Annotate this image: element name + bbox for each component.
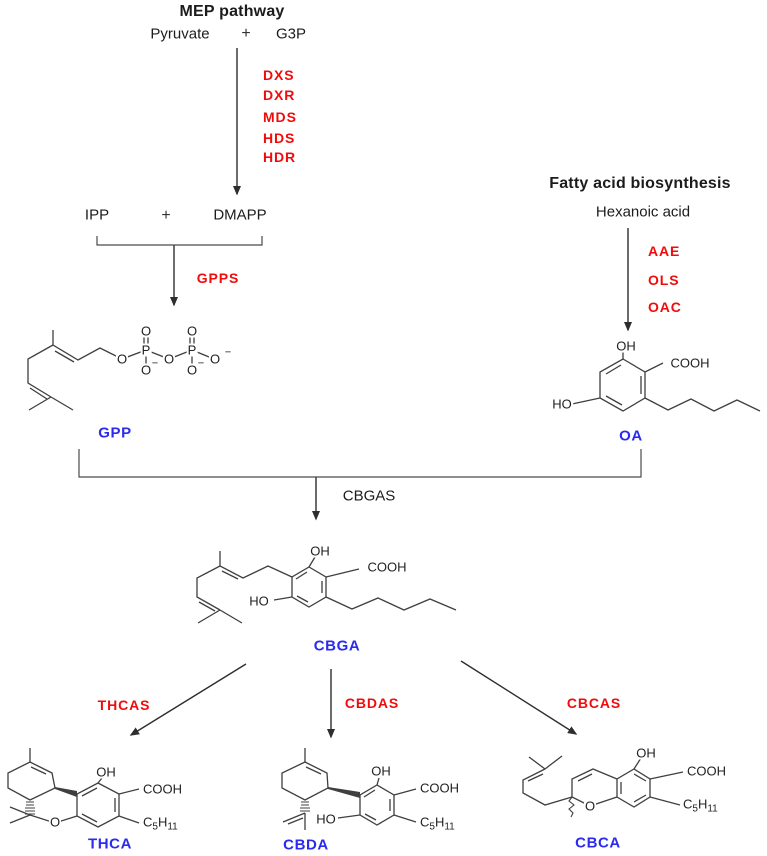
gpp-p2-oxo-label: O: [185, 323, 199, 339]
enzyme-oac: OAC: [648, 299, 682, 315]
gpp-oa-bracket: [78, 449, 642, 478]
enzyme-thcas: THCAS: [97, 697, 151, 713]
enzyme-dxs: DXS: [263, 67, 295, 83]
oa-cooh-label: COOH: [669, 355, 711, 371]
cbca-pentyl-label: C5H11: [682, 796, 719, 815]
join-brackets: [78, 236, 642, 478]
g3p-label: G3P: [275, 25, 307, 43]
cbda-ho-label: HO: [315, 811, 337, 827]
gpp-bridge-o-label: O: [162, 351, 176, 367]
thca-cooh-label: COOH: [142, 781, 183, 797]
cbca-product-label: CBCA: [575, 834, 621, 852]
cbda-oh-label: OH: [370, 763, 392, 779]
pyruvate-label: Pyruvate: [150, 25, 210, 43]
plus-sign-top: +: [241, 25, 251, 42]
enzyme-aae: AAE: [648, 243, 681, 259]
gpp-p1-minus-sign: −: [151, 357, 159, 370]
gpp-p2-minus-sign: −: [197, 357, 205, 370]
cbda-product-label: CBDA: [283, 836, 329, 854]
gpp-product-label: GPP: [98, 424, 132, 442]
cbda-structure: [281, 748, 417, 830]
dmapp-label: DMAPP: [213, 206, 267, 224]
cbca-oh-label: OH: [635, 745, 657, 761]
thca-structure: [7, 748, 140, 828]
gpp-ester-o-label: O: [115, 351, 129, 367]
thca-ring-o-label: O: [48, 814, 62, 830]
ipp-label: IPP: [84, 206, 110, 224]
thcas-arrow: [129, 663, 247, 736]
oa-structure: [571, 352, 761, 412]
hexanoic-acid-label: Hexanoic acid: [595, 203, 691, 221]
enzyme-gpps: GPPS: [196, 270, 240, 286]
ipp-dmapp-bracket: [96, 236, 263, 246]
gpp-terminal-minus-sign: −: [224, 346, 232, 359]
fatty-acid-title: Fatty acid biosynthesis: [549, 175, 731, 192]
cbda-cooh-label: COOH: [419, 780, 460, 796]
enzyme-cbcas: CBCAS: [566, 695, 622, 711]
cbga-cooh-label: COOH: [366, 559, 408, 575]
gpp-terminal-o-label: O: [208, 351, 222, 367]
gpp-p2-label: P: [186, 342, 198, 358]
thca-pentyl-label: C5H11: [142, 814, 179, 833]
cbda-pentyl-label: C5H11: [419, 814, 456, 833]
gpp-p1-ominus-label: O: [139, 362, 153, 378]
mep-pathway-title: MEP pathway: [179, 3, 285, 20]
reaction-arrows: [129, 48, 632, 739]
enzyme-hdr: HDR: [263, 149, 297, 165]
thca-product-label: THCA: [87, 835, 133, 853]
enzyme-mds: MDS: [263, 109, 297, 125]
enzyme-cbgas: CBGAS: [342, 487, 396, 505]
cbga-product-label: CBGA: [313, 637, 361, 655]
oa-oh-label: OH: [615, 338, 637, 354]
gpp-p1-oxo-label: O: [139, 323, 153, 339]
cbca-structure: [522, 755, 684, 818]
oa-ho-label: HO: [551, 396, 573, 412]
thca-oh-label: OH: [95, 764, 117, 780]
cbcas-arrow: [460, 660, 578, 735]
cbca-ring-o-label: O: [583, 798, 597, 814]
enzyme-dxr: DXR: [263, 87, 296, 103]
enzyme-ols: OLS: [648, 272, 680, 288]
plus-sign-middle: +: [161, 207, 171, 224]
cbga-ho-label: HO: [248, 593, 270, 609]
cbga-oh-label: OH: [309, 543, 331, 559]
gpp-p1-label: P: [140, 342, 152, 358]
cbga-structure: [196, 551, 457, 624]
gpp-p2-ominus-label: O: [185, 362, 199, 378]
oa-product-label: OA: [619, 427, 643, 445]
cbca-cooh-label: COOH: [686, 763, 727, 779]
enzyme-hds: HDS: [263, 130, 296, 146]
enzyme-cbdas: CBDAS: [344, 695, 400, 711]
